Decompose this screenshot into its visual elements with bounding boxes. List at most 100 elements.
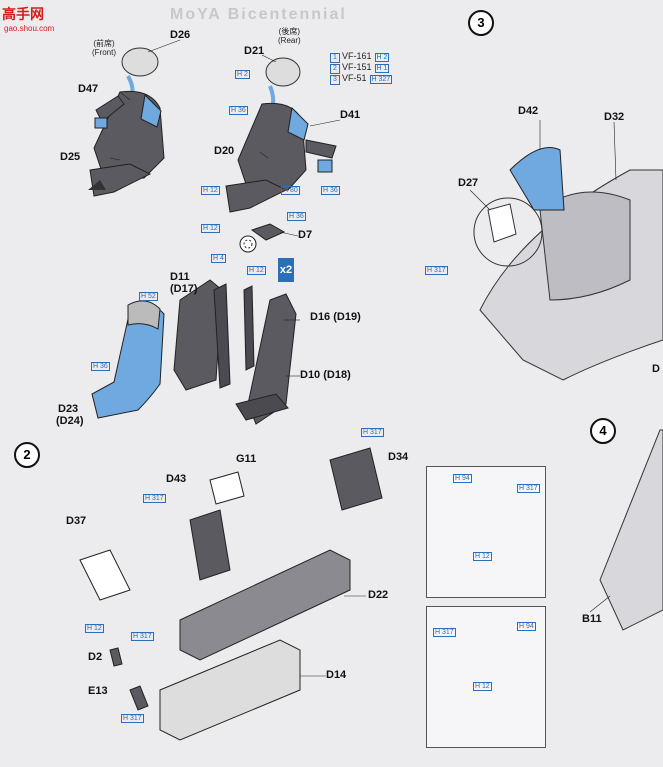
part-D20: D20 (214, 145, 235, 157)
color-h4-value: H 4 (211, 254, 226, 263)
step-3-badge: 3 (468, 10, 494, 36)
color-h317-d-value: H 317 (131, 632, 154, 641)
color-h80: H 80 (280, 186, 300, 195)
part-D-edge: D (652, 363, 660, 375)
color-h94-a: H 94 (452, 474, 472, 483)
color-h36-d-value: H 36 (91, 362, 110, 371)
part-D27: D27 (458, 177, 479, 189)
color-h317-b: H 317 (360, 428, 384, 437)
color-h36-b: H 36 (320, 186, 340, 195)
color-h12-f-value: H 12 (473, 682, 492, 691)
color-h52: H 52 (138, 292, 158, 301)
part-D10: D10 (D18) (300, 369, 351, 381)
rear-pilot-figure (225, 57, 337, 213)
cockpit-tub-step2 (79, 447, 383, 741)
color-h94-b-value: H 94 (517, 622, 536, 631)
color-h317-c-value: H 317 (143, 494, 166, 503)
color-h317-e: H 317 (120, 714, 144, 723)
color-h12-a-value: H 12 (201, 186, 220, 195)
front-pilot-figure (88, 47, 165, 197)
rear-seat-en: (Rear) (278, 35, 301, 45)
part-D7: D7 (298, 229, 313, 241)
color-h317-g-value: H 317 (433, 628, 456, 637)
squadron-2-num: 2 (330, 64, 340, 74)
step-2-badge: 2 (14, 442, 40, 468)
color-h4: H 4 (210, 254, 226, 263)
color-h317-b-value: H 317 (361, 428, 384, 437)
color-h12-e: H 12 (472, 552, 492, 561)
part-D22: D22 (368, 589, 389, 601)
step-4-badge: 4 (590, 418, 616, 444)
front-seat-jp: (前席) (93, 39, 115, 48)
color-h12-c: H 12 (246, 266, 266, 275)
color-h317-c: H 317 (142, 494, 166, 503)
color-h36-c: H 36 (286, 212, 306, 221)
part-G11: G11 (236, 453, 257, 465)
color-h12-b: H 12 (200, 224, 220, 233)
squadron-2-name: VF-151 (342, 62, 372, 72)
color-h80-value: H 80 (281, 186, 300, 195)
part-D41: D41 (340, 109, 361, 121)
color-h12-d-value: H 12 (85, 624, 104, 633)
instrument-panel-box-front (426, 466, 546, 598)
squadron-3-name: VF-51 (342, 73, 367, 83)
squadron-1-code: H 2 (374, 53, 390, 62)
aircraft-side-step4 (599, 429, 663, 631)
color-h317-g: H 317 (432, 628, 456, 637)
part-D14: D14 (326, 669, 347, 681)
instrument-panel-box-rear (426, 606, 546, 748)
part-D21: D21 (244, 45, 265, 57)
squadron-1-name: VF-161 (342, 51, 372, 61)
color-h12-f: H 12 (472, 682, 492, 691)
color-h317-a: H 317 (424, 266, 448, 275)
rear-seat-jp: (後席) (278, 27, 300, 36)
squadron-2-code: H 1 (374, 64, 390, 73)
part-D23: D23 (58, 403, 79, 415)
color-h36-c-value: H 36 (287, 212, 306, 221)
part-B11: B11 (582, 613, 602, 625)
leader-lines (109, 39, 617, 677)
color-h36-d: H 36 (90, 362, 110, 371)
color-h317-e-value: H 317 (121, 714, 144, 723)
ejection-seat-assembly (173, 279, 297, 425)
color-h36-a-value: H 36 (229, 106, 248, 115)
part-D25: D25 (60, 151, 81, 163)
color-h36-b-value: H 36 (321, 186, 340, 195)
header-faint-text: MoYA Bicentennial (170, 6, 347, 23)
part-D32: D32 (604, 111, 625, 123)
color-h12-b-value: H 12 (201, 224, 220, 233)
part-D34: D34 (388, 451, 409, 463)
watermark-url: gao.shou.com (4, 24, 55, 33)
color-h12-a: H 12 (200, 186, 220, 195)
squadron-3-code: H 327 (369, 75, 393, 84)
color-h94-a-value: H 94 (453, 474, 472, 483)
front-seat-en: (Front) (92, 47, 116, 57)
aircraft-nose-step3 (473, 147, 663, 381)
quantity-x2-badge: x2 (278, 258, 294, 282)
color-h94-b: H 94 (516, 622, 536, 631)
part-D17: (D17) (170, 283, 198, 295)
part-D16: D16 (D19) (310, 311, 361, 323)
part-D47: D47 (78, 83, 99, 95)
squadron-3-num: 3 (330, 75, 340, 85)
part-D26: D26 (170, 29, 191, 41)
color-h12-c-value: H 12 (247, 266, 266, 275)
color-h12-d: H 12 (84, 624, 104, 633)
part-D42: D42 (518, 105, 539, 117)
front-seat-note: (前席) (Front) (92, 39, 116, 58)
part-D11: D11 (170, 271, 190, 283)
part-D2: D2 (88, 651, 103, 663)
color-h317-f-value: H 317 (517, 484, 540, 493)
color-h2: H 2 (234, 70, 250, 79)
squadron-1-num: 1 (330, 53, 340, 63)
d7-handle (239, 223, 286, 253)
seat-cushion-d23 (91, 300, 165, 419)
part-D43: D43 (166, 473, 187, 485)
color-h52-value: H 52 (139, 292, 158, 301)
color-h12-e-value: H 12 (473, 552, 492, 561)
